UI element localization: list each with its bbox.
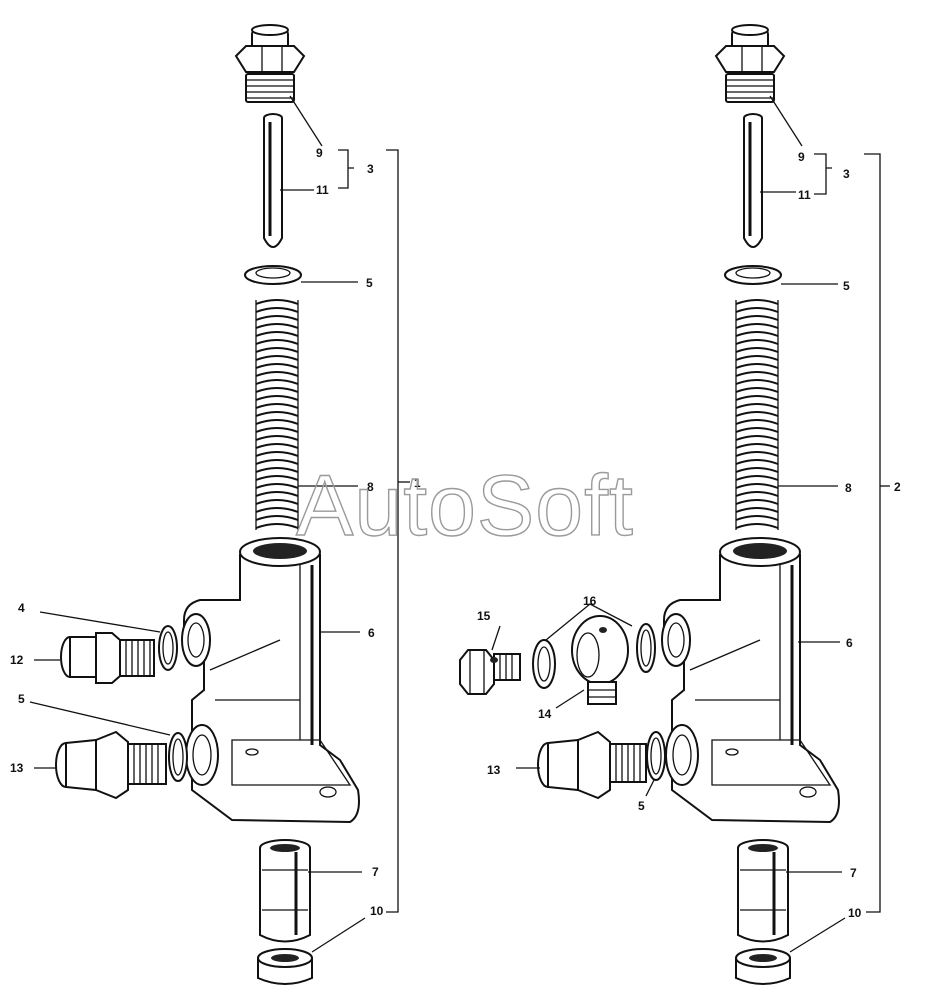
right-cup-washer (735, 948, 791, 985)
right-pin (743, 113, 763, 248)
right-label-6: 6 (846, 636, 853, 650)
left-label-11: 11 (316, 183, 329, 197)
left-label-9: 9 (316, 146, 323, 160)
left-spring (255, 298, 299, 530)
right-sleeve (737, 839, 789, 943)
right-leader-lines (491, 95, 890, 953)
left-seal-ring-4 (158, 625, 178, 671)
left-label-5-top: 5 (366, 276, 373, 290)
right-label-3: 3 (843, 167, 850, 181)
right-housing (661, 537, 840, 824)
left-housing (181, 537, 360, 824)
left-fitting-12 (60, 632, 155, 684)
left-label-6: 6 (368, 626, 375, 640)
right-fitting-13 (537, 730, 647, 800)
left-label-12: 12 (10, 653, 24, 667)
right-assembly: 9 11 3 5 8 2 6 15 16 14 13 5 7 10 (459, 24, 901, 985)
right-label-2: 2 (894, 480, 901, 494)
right-washer-top (724, 265, 782, 285)
right-banjo-fitting (571, 615, 629, 705)
left-seal-ring-5 (168, 732, 188, 782)
right-seal-ring-16-right (636, 623, 656, 673)
left-washer-top (244, 265, 302, 285)
right-label-9: 9 (798, 150, 805, 164)
left-label-10: 10 (370, 904, 384, 918)
right-label-15: 15 (477, 609, 491, 623)
left-label-4: 4 (18, 601, 25, 615)
left-label-13: 13 (10, 761, 24, 775)
left-label-5-mid: 5 (18, 692, 25, 706)
right-label-14: 14 (538, 707, 552, 721)
right-spring (735, 298, 779, 530)
left-label-1: 1 (414, 476, 421, 490)
right-label-11: 11 (798, 188, 811, 202)
left-label-8: 8 (367, 480, 374, 494)
right-label-5-low: 5 (638, 799, 645, 813)
right-banjo-bolt (459, 649, 521, 695)
left-cup-washer (257, 948, 313, 985)
left-label-7: 7 (372, 865, 379, 879)
right-label-5-top: 5 (843, 279, 850, 293)
left-pin (263, 113, 283, 248)
right-seal-ring-5 (646, 731, 666, 781)
right-label-10: 10 (848, 906, 862, 920)
left-assembly: 9 11 3 5 8 1 6 4 12 5 13 7 10 (10, 24, 421, 985)
right-cap-plug (714, 24, 786, 103)
right-seal-ring-16-left (532, 639, 556, 689)
right-label-13: 13 (487, 763, 501, 777)
left-cap-plug (234, 24, 306, 103)
watermark-text: AutoSoft (296, 458, 634, 554)
right-label-7: 7 (850, 866, 857, 880)
left-leader-lines (29, 95, 410, 953)
left-sleeve (259, 839, 311, 943)
right-label-16: 16 (583, 594, 597, 608)
left-label-3: 3 (367, 162, 374, 176)
left-fitting-13 (55, 730, 167, 800)
right-label-8: 8 (845, 481, 852, 495)
